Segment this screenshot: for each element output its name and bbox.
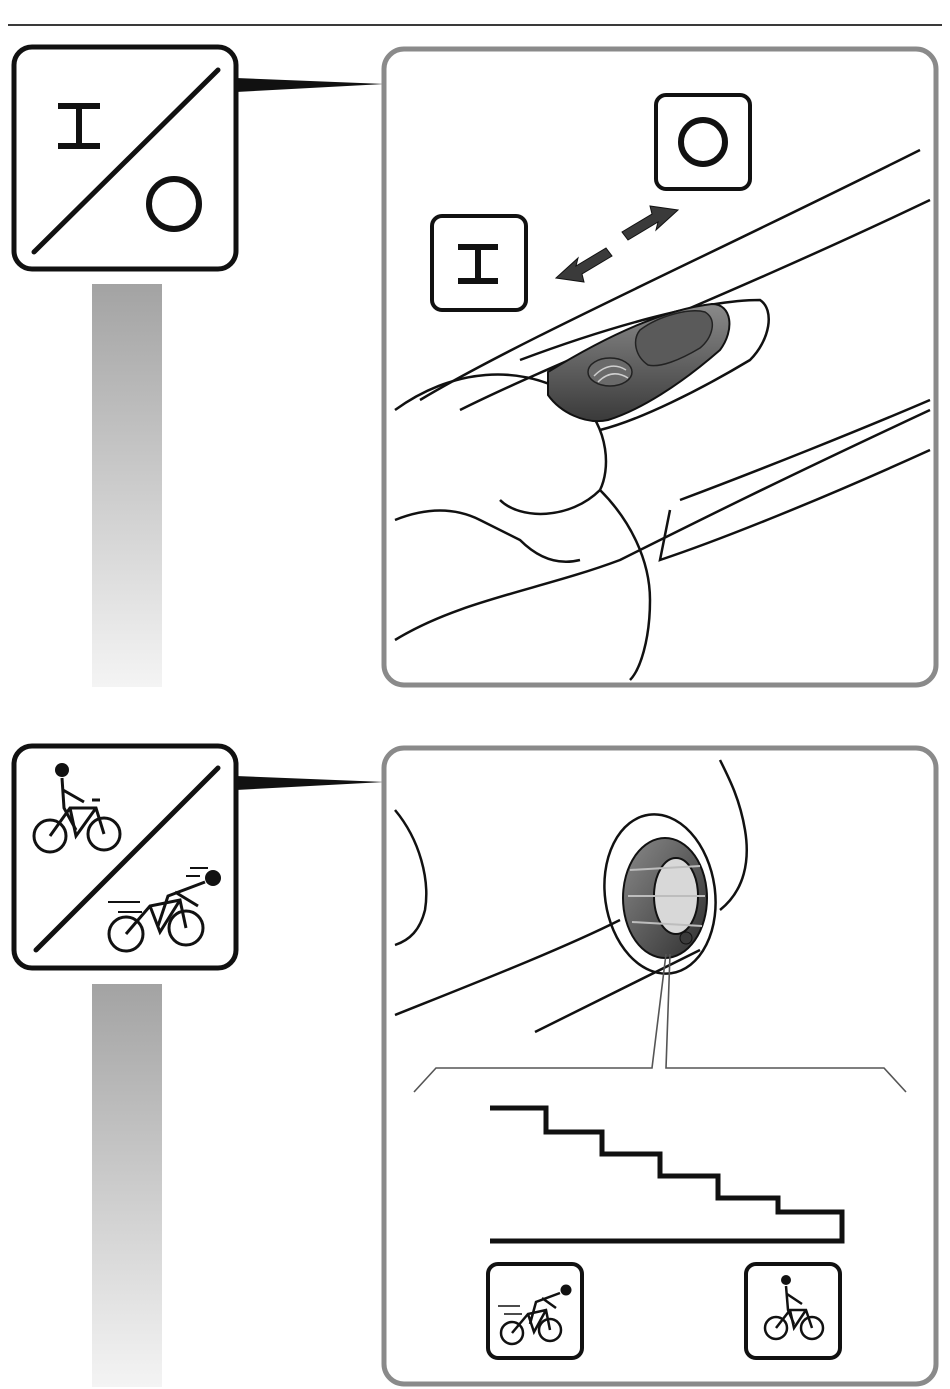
callout-pointer <box>236 78 384 92</box>
callout-pointer <box>236 776 384 790</box>
callout-high-assist <box>488 1264 582 1358</box>
callout-off-symbol <box>656 95 750 189</box>
power-on-off-icon <box>14 47 236 269</box>
gradient-bar <box>92 984 162 1387</box>
section-assist-level <box>0 700 950 1389</box>
assist-dial <box>623 838 707 958</box>
assist-level-icon <box>14 746 236 968</box>
gradient-bar <box>92 284 162 687</box>
section-power-switch <box>0 0 950 700</box>
callout-on-symbol <box>432 216 526 310</box>
callout-low-assist <box>746 1264 840 1358</box>
